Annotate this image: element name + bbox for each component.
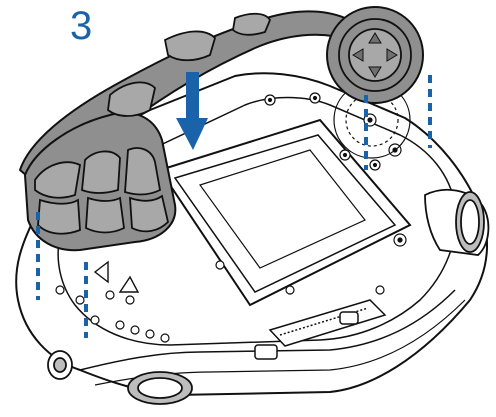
- joystick-icon: [338, 18, 412, 92]
- arrow-down-icon: [176, 72, 208, 150]
- alignment-guides: [36, 75, 432, 338]
- step-number: 3: [70, 4, 93, 48]
- keymat-keys: [34, 12, 272, 235]
- display-window: [158, 118, 412, 307]
- side-grips: [47, 188, 490, 405]
- keypad-markers: [93, 260, 140, 293]
- screw-holes: [55, 92, 407, 343]
- bottom-connector: [254, 299, 387, 360]
